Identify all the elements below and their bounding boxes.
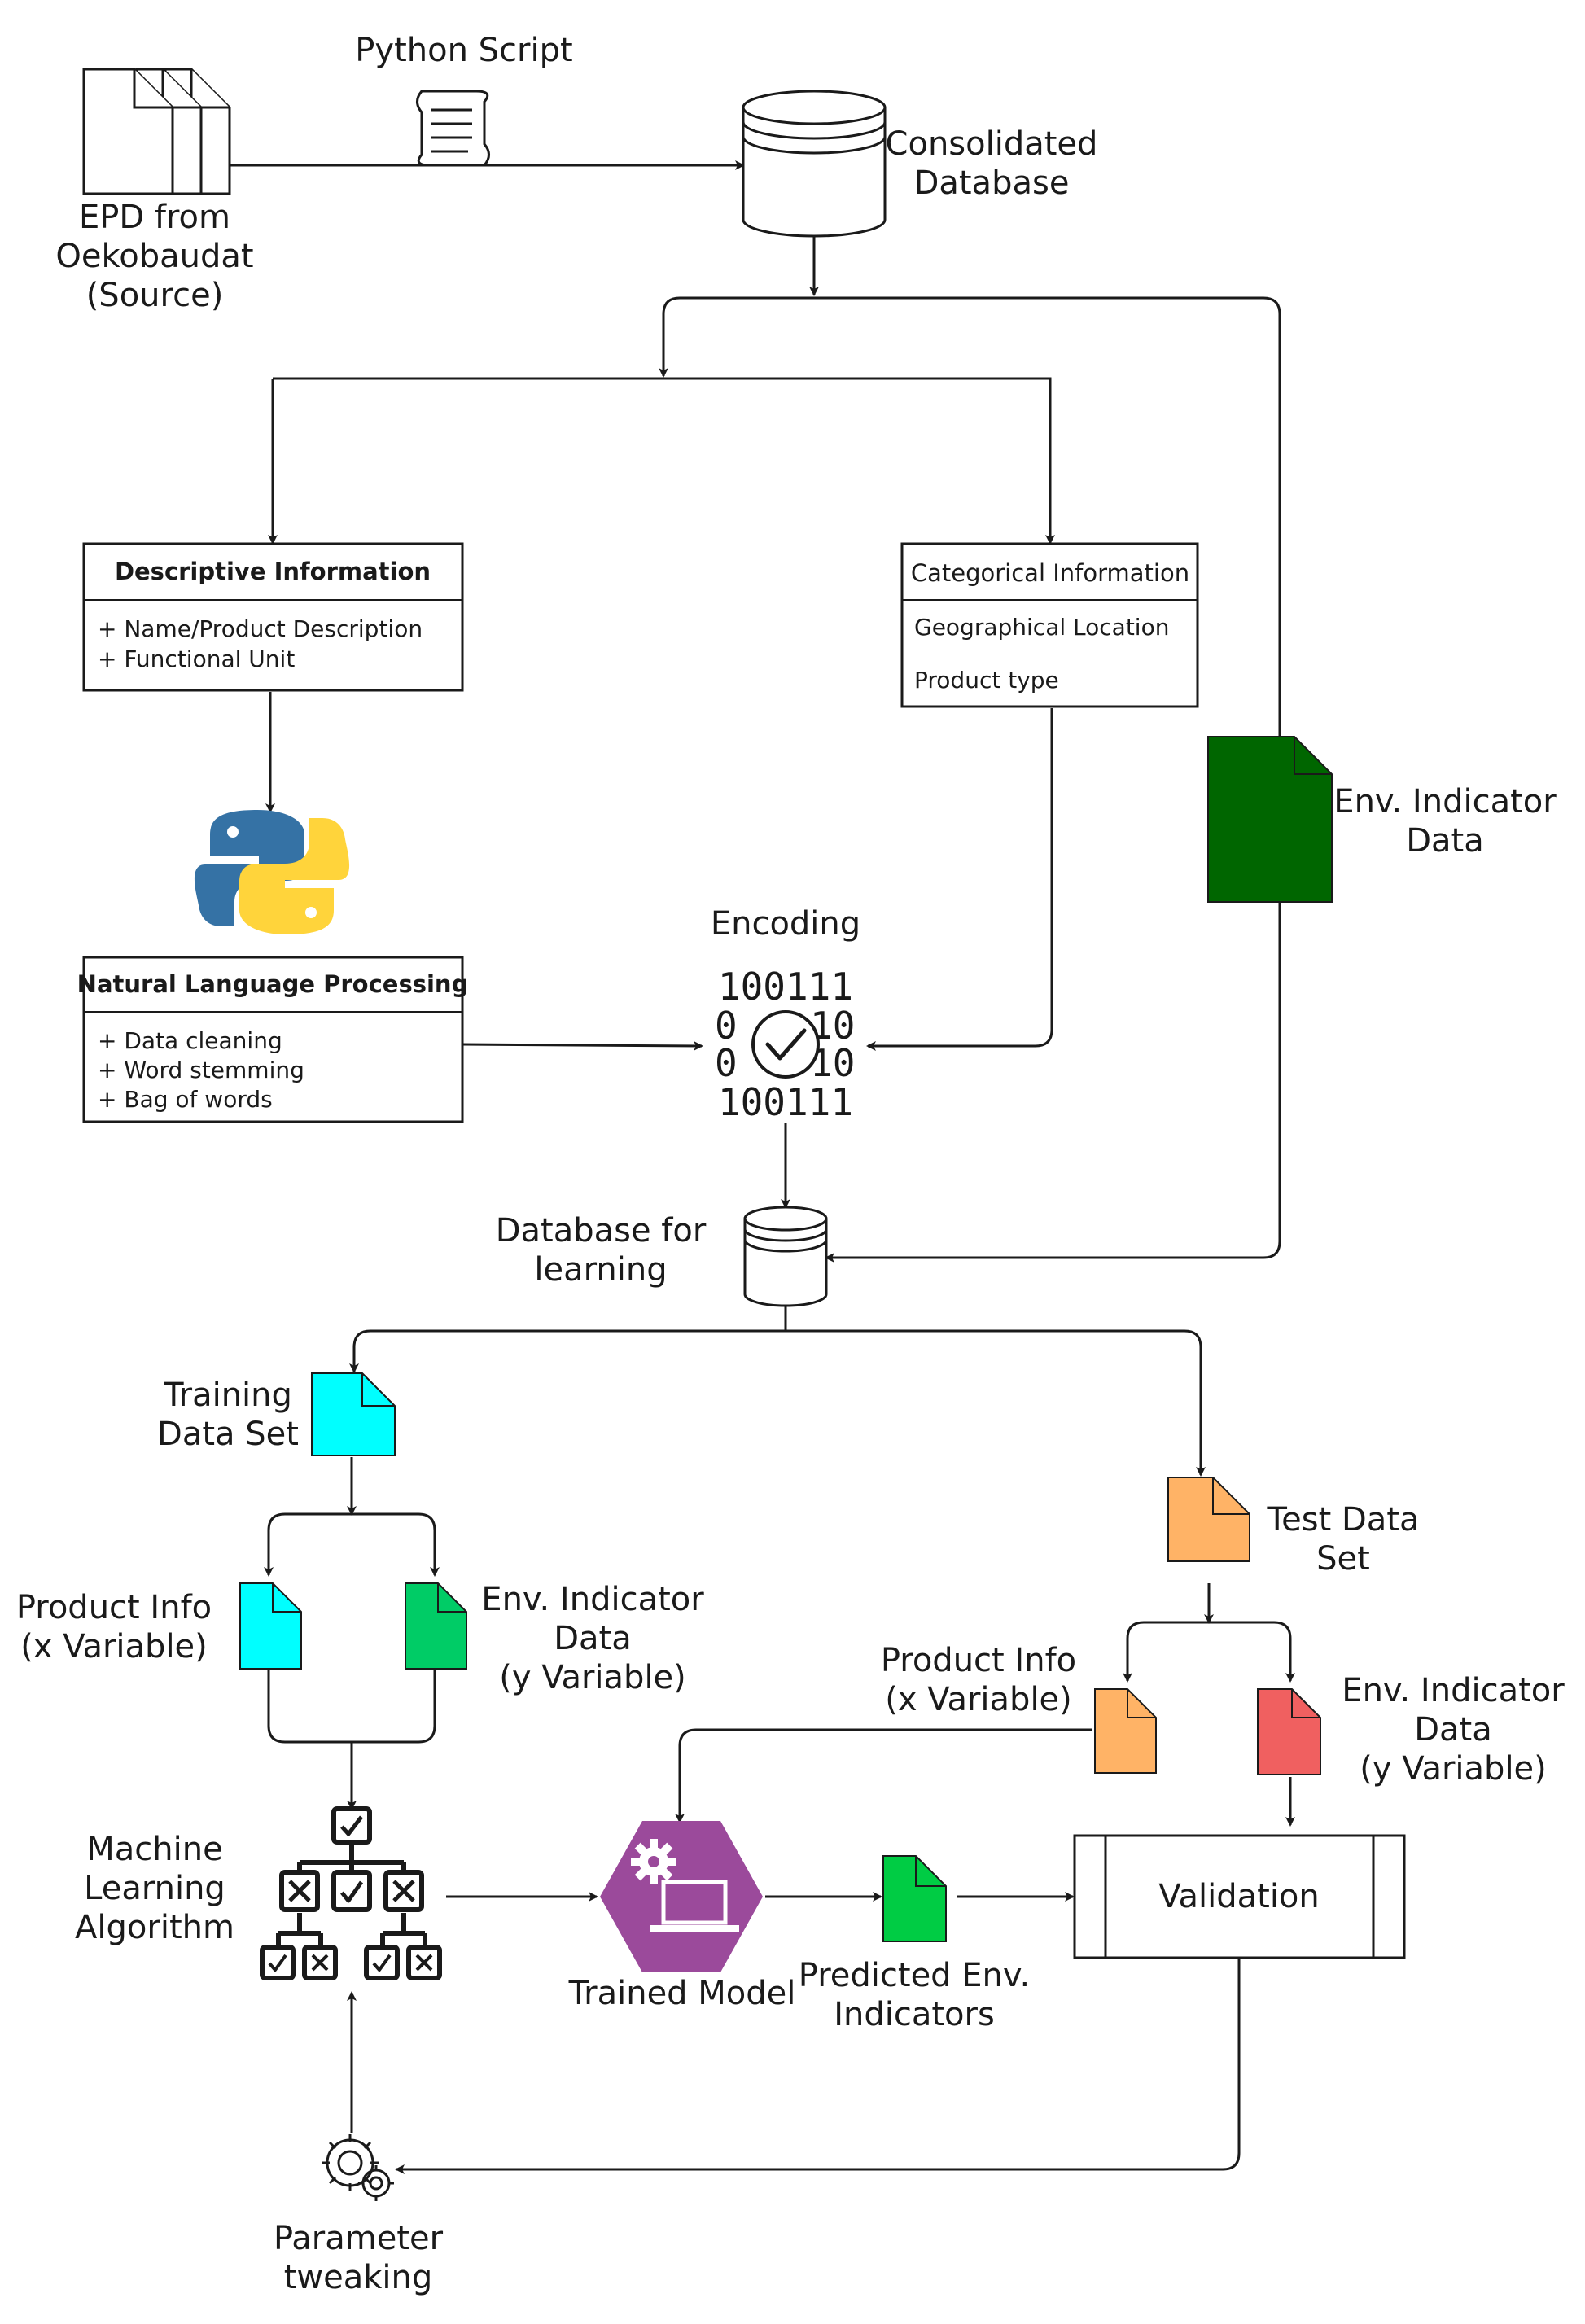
categorical-title: Categorical Information <box>911 559 1189 587</box>
trained-model-label: Trained Model <box>568 1975 796 2012</box>
train-product-info-label-1: Product Info <box>16 1589 212 1626</box>
test-data-doc-icon <box>1167 1477 1250 1562</box>
encoding-label: Encoding <box>711 905 860 943</box>
epd-source-label-2: Oekobaudat <box>55 238 253 275</box>
gear-icon <box>631 1839 676 1884</box>
training-data-doc-icon <box>311 1372 396 1456</box>
decision-tree-icon <box>260 1806 442 1980</box>
train-env-indicator-label-3: (y Variable) <box>499 1659 686 1696</box>
test-env-indicator-doc-icon <box>1257 1688 1321 1775</box>
train-env-indicator-label-2: Data <box>554 1620 632 1657</box>
validation-label: Validation <box>1158 1878 1320 1915</box>
test-env-indicator-label-1: Env. Indicator <box>1342 1672 1565 1709</box>
epd-source-label-3: (Source) <box>86 277 224 314</box>
ml-algorithm-label-3: Algorithm <box>75 1909 234 1946</box>
epd-source-label-1: EPD from <box>79 199 230 236</box>
test-set-label-1: Test Data <box>1267 1501 1420 1538</box>
test-product-info-label-1: Product Info <box>881 1642 1076 1679</box>
encoding-digits-bottom: 100111 <box>718 1080 853 1124</box>
db-learning-label-1: Database for <box>496 1212 707 1250</box>
encoding-digits-mid2-left: 0 <box>715 1041 738 1085</box>
train-env-indicator-label-1: Env. Indicator <box>481 1581 704 1618</box>
db-learning-label-2: learning <box>534 1251 667 1289</box>
test-product-info-label-2: (x Variable) <box>885 1681 1072 1718</box>
training-set-label-1: Training <box>163 1376 292 1414</box>
trained-model-icon <box>600 1821 763 1972</box>
categorical-information-box: Categorical Information Geographical Loc… <box>900 542 1199 708</box>
descriptive-item-1: + Name/Product Description <box>98 615 423 642</box>
test-product-info-doc-icon <box>1094 1688 1157 1774</box>
env-indicator-label-1: Env. Indicator <box>1333 783 1557 821</box>
categorical-item-2: Product type <box>914 667 1059 694</box>
consolidated-database-icon <box>742 90 887 238</box>
categorical-item-1: Geographical Location <box>914 614 1169 641</box>
binary-check-icon: 100111 0 10 0 10 100111 <box>715 965 855 1124</box>
train-product-info-label-2: (x Variable) <box>20 1628 208 1665</box>
validation-box: Validation <box>1073 1834 1406 1959</box>
training-set-label-2: Data Set <box>157 1416 299 1453</box>
descriptive-information-box: Descriptive Information + Name/Product D… <box>82 542 464 692</box>
python-script-label: Python Script <box>355 32 572 69</box>
consolidated-db-label-1: Consolidated <box>886 125 1098 163</box>
learning-database-icon <box>743 1206 828 1307</box>
parameter-tweaking-label-1: Parameter <box>274 2220 444 2257</box>
ml-algorithm-label-2: Learning <box>84 1870 225 1907</box>
train-env-indicator-doc-icon <box>405 1582 467 1670</box>
nlp-box: Natural Language Processing + Data clean… <box>77 956 469 1123</box>
env-indicator-doc-shape <box>1207 736 1333 903</box>
parameter-tweaking-label-2: tweaking <box>284 2259 433 2296</box>
connectors <box>226 160 1295 2174</box>
test-env-indicator-label-3: (y Variable) <box>1360 1750 1547 1788</box>
env-indicator-label-2: Data <box>1406 822 1484 860</box>
predicted-env-indicators-doc-icon <box>882 1855 947 1942</box>
test-env-indicator-label-2: Data <box>1414 1711 1492 1748</box>
predicted-label-1: Predicted Env. <box>799 1957 1030 1994</box>
test-set-label-2: Set <box>1316 1540 1370 1578</box>
encoding-digits-top: 100111 <box>718 965 853 1009</box>
ml-algorithm-label-1: Machine <box>86 1831 222 1868</box>
train-product-info-doc-icon <box>239 1582 302 1670</box>
nlp-item-2: + Word stemming <box>98 1057 304 1083</box>
descriptive-title: Descriptive Information <box>115 558 431 585</box>
script-scroll-icon <box>416 90 490 167</box>
descriptive-item-2: + Functional Unit <box>98 646 295 672</box>
nlp-title: Natural Language Processing <box>77 970 469 998</box>
nlp-item-1: + Data cleaning <box>98 1027 282 1054</box>
source-docs-icon <box>82 68 231 195</box>
env-indicator-data-doc-icon <box>1207 736 1333 903</box>
nlp-item-3: + Bag of words <box>98 1086 273 1113</box>
predicted-label-2: Indicators <box>834 1996 995 2033</box>
python-logo-icon <box>194 810 350 934</box>
encoding-digits-mid1-left: 0 <box>715 1004 738 1048</box>
consolidated-db-label-2: Database <box>914 164 1070 202</box>
gears-icon <box>322 2134 394 2201</box>
